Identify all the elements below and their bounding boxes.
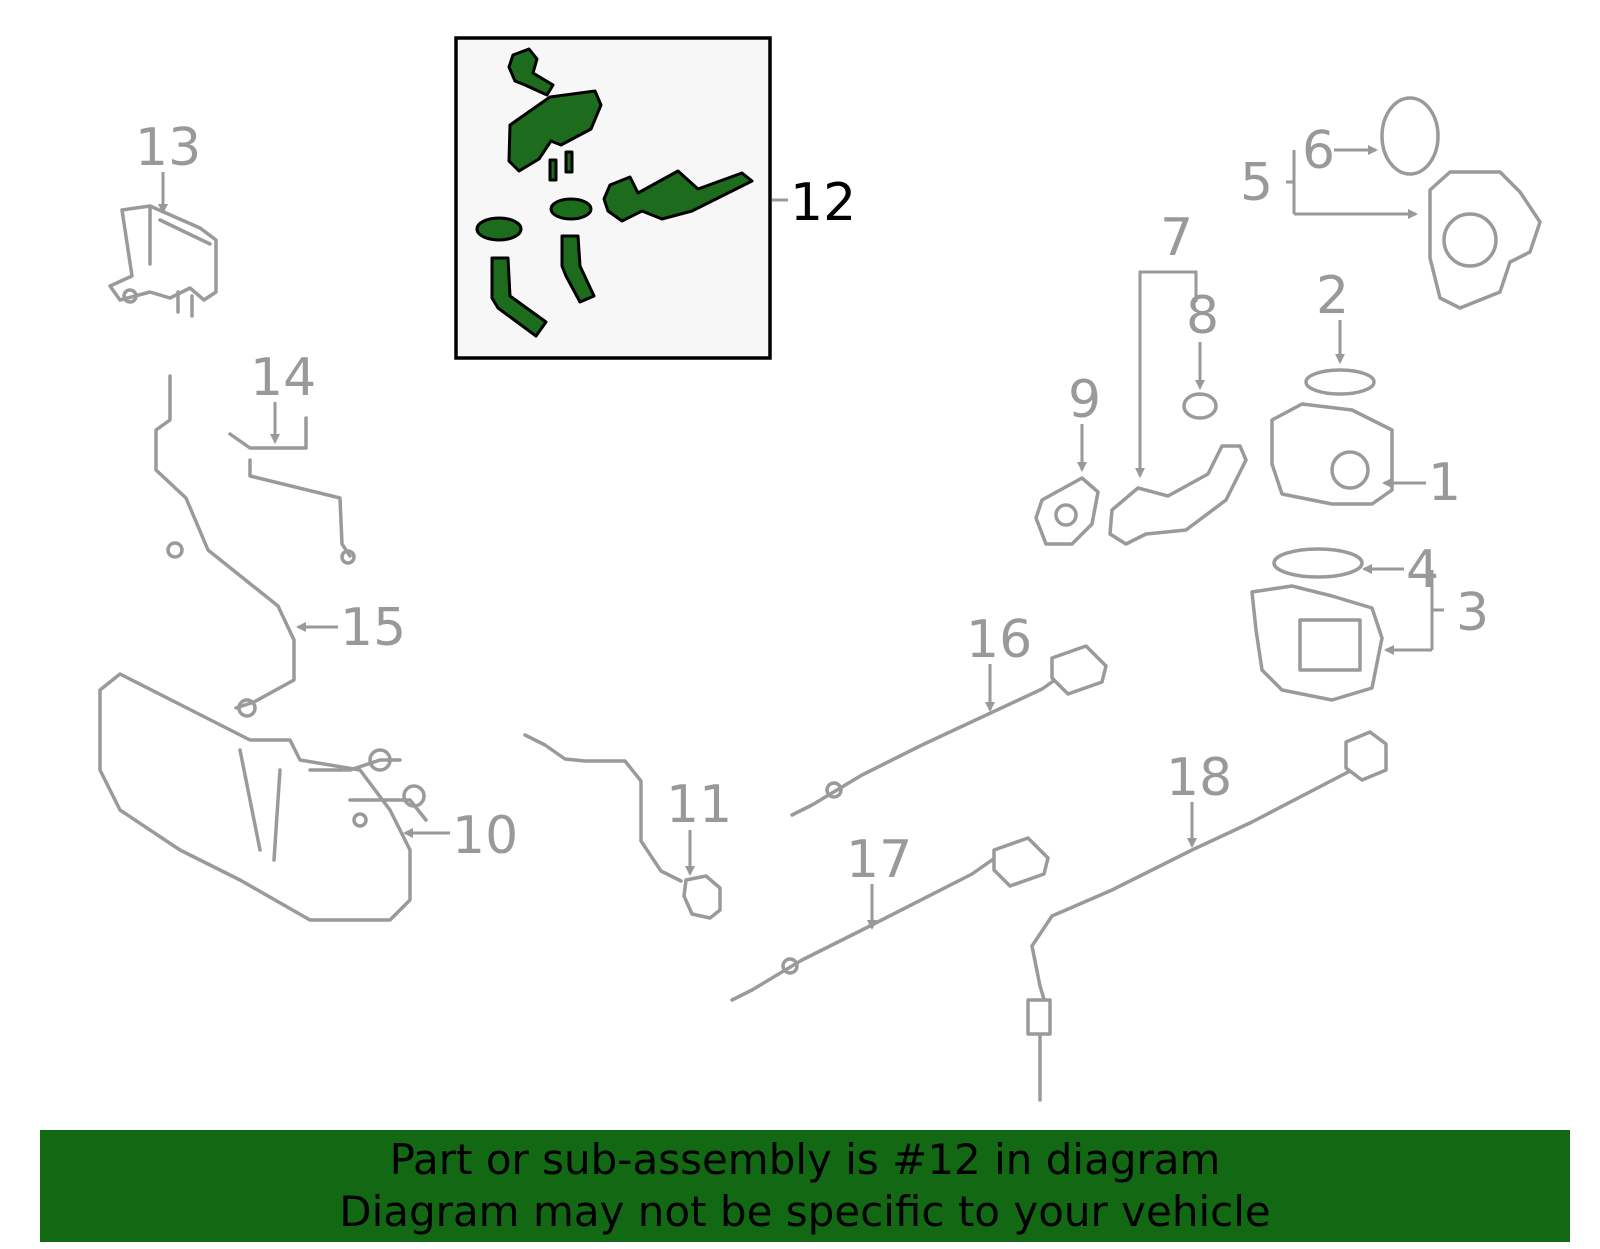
callout-2[interactable]: 2 [1316,266,1349,326]
part-12-group[interactable] [454,36,772,360]
callout-12[interactable]: 12 [790,173,856,233]
part-3[interactable] [1250,584,1384,702]
part-10[interactable] [98,672,428,922]
part-14[interactable] [228,416,356,565]
part-4[interactable] [1272,547,1364,579]
pressure-sensor-icon [507,89,603,173]
callout-16[interactable]: 16 [966,610,1032,670]
callout-4[interactable]: 4 [1406,540,1439,600]
banner-line-2: Diagram may not be specific to your vehi… [339,1187,1271,1236]
bolt-icon [507,47,555,97]
part-17[interactable] [730,836,1050,1002]
callout-7[interactable]: 7 [1160,208,1193,268]
part-16[interactable] [790,644,1108,817]
callout-17[interactable]: 17 [846,830,912,890]
hose-icon [560,234,596,304]
callout-3[interactable]: 3 [1456,583,1489,643]
part-6[interactable] [1380,96,1440,176]
banner-line-1: Part or sub-assembly is #12 in diagram [389,1135,1221,1184]
callout-15[interactable]: 15 [340,598,406,658]
part-8[interactable] [1182,392,1218,420]
callout-1[interactable]: 1 [1428,453,1461,513]
callout-6[interactable]: 6 [1302,121,1335,181]
part-15[interactable] [154,374,296,718]
part-11[interactable] [523,733,722,920]
part-7[interactable] [1108,444,1248,546]
clamp-icon [475,216,523,242]
callout-14[interactable]: 14 [250,348,316,408]
part-13[interactable] [108,204,218,318]
parts-diagram: 12 13 14 15 10 11 16 [98,36,1542,1102]
callout-13[interactable]: 13 [135,118,201,178]
part-1[interactable] [1270,402,1394,506]
bracket-icon [602,169,754,223]
part-18[interactable] [1026,730,1388,1102]
clamp-icon [549,197,593,221]
callout-9[interactable]: 9 [1068,370,1101,430]
callout-8[interactable]: 8 [1186,286,1219,346]
info-banner: Part or sub-assembly is #12 in diagram D… [40,1130,1570,1242]
part-2[interactable] [1304,368,1376,396]
callout-18[interactable]: 18 [1166,748,1232,808]
callout-5[interactable]: 5 [1240,153,1273,213]
part-9[interactable] [1034,476,1100,546]
callout-11[interactable]: 11 [666,775,732,835]
callout-10[interactable]: 10 [452,806,518,866]
hose-icon [490,256,548,338]
sensor-ports-icon [548,150,574,182]
part-5[interactable] [1428,170,1542,310]
